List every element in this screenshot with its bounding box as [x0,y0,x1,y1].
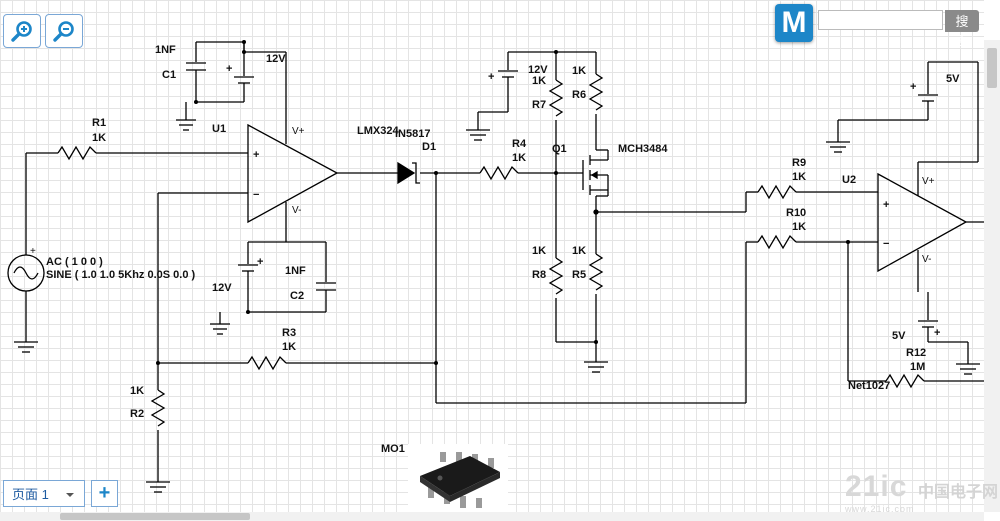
page-selector-label: 页面 1 [12,487,49,502]
svg-text:+: + [910,81,916,93]
resistor-r10 [757,234,797,250]
label-q1: Q1 [552,143,567,155]
label-r12: R12 [906,347,926,359]
label-lmx324: LMX324 [357,125,399,137]
label-r10: R10 [786,207,806,219]
label-r3: R3 [282,327,296,339]
chevron-down-icon [66,493,74,497]
label-mo1: MO1 [381,443,405,455]
watermark-21ic: 21ic www.21ic.com [845,470,914,514]
ac-source[interactable]: + [7,153,45,353]
resistor-r1 [57,145,97,161]
zoom-in-icon [11,21,32,42]
resistor-r6 [588,73,604,111]
zoom-in-button[interactable] [3,14,41,48]
add-page-button[interactable]: + [91,480,118,507]
label-ac: AC ( 1 0 0 ) [46,256,103,268]
label-c1-value: 1NF [155,44,176,56]
label-r3-value: 1K [282,341,296,353]
svg-text:+: + [934,327,940,339]
horizontal-scrollbar[interactable] [0,512,984,521]
svg-text:+: + [883,199,889,211]
label-r9-value: 1K [792,171,806,183]
resistor-r12 [885,373,925,389]
watermark-cn: 中国电子网 [918,484,999,501]
label-r6-value: 1K [572,65,586,77]
label-net1027: Net1027 [848,380,890,392]
resistor-r9 [757,184,797,200]
svg-text:+: + [30,246,36,257]
label-c1: C1 [162,69,176,81]
label-r7: R7 [532,99,546,111]
mo1-chip-image[interactable] [408,444,508,512]
horizontal-scroll-thumb[interactable] [60,513,250,520]
diode-d1 [397,161,416,185]
page-selector[interactable]: 页面 1 [3,480,85,507]
label-u1: U1 [212,123,226,135]
svg-text:−: − [883,238,889,250]
svg-text:+: + [253,149,259,161]
label-r7-value: 1K [532,75,546,87]
label-12v-mid: 12V [528,64,548,76]
label-r8-value: 1K [532,245,546,257]
label-5v-top: 5V [946,73,960,85]
label-r4-value: 1K [512,152,526,164]
label-u2: U2 [842,174,856,186]
label-12v-bottom: 12V [212,282,232,294]
vertical-scrollbar[interactable] [984,40,1000,512]
label-c2-value: 1NF [285,265,306,277]
label-sine: SINE ( 1.0 1.0 5Khz 0.0S 0.0 ) [46,269,196,281]
label-r6: R6 [572,89,586,101]
label-r9: R9 [792,157,806,169]
label-r2-value: 1K [130,385,144,397]
label-mch3484: MCH3484 [618,143,668,155]
label-r10-value: 1K [792,221,806,233]
resistor-r4 [479,165,519,181]
label-r1-value: 1K [92,132,106,144]
mouser-logo: M [775,4,813,42]
label-u1-vplus: V+ [292,126,305,137]
schematic-drawing[interactable]: + + − + + [0,0,984,512]
label-in5817: IN5817 [395,128,430,140]
search-button[interactable]: 搜索 [945,10,979,48]
label-d1: D1 [422,141,436,153]
svg-text:+: + [226,63,232,75]
resistor-r5 [588,253,604,291]
resistor-r8 [548,257,564,295]
vertical-scroll-thumb[interactable] [987,48,997,88]
label-u1-vminus: V- [292,205,301,216]
label-r2: R2 [130,408,144,420]
resistor-r3 [247,355,287,371]
svg-text:+: + [488,71,494,83]
label-r5-value: 1K [572,245,586,257]
resistor-r7 [548,79,564,117]
svg-text:+: + [257,256,263,268]
label-r5: R5 [572,269,586,281]
opamp-u1[interactable] [247,52,339,242]
label-c2: C2 [290,290,304,302]
zoom-out-icon [53,21,74,42]
label-u2-vminus: V- [922,254,931,265]
schematic-canvas[interactable]: + + − + + [0,0,984,512]
zoom-out-button[interactable] [45,14,83,48]
label-12v-top: 12V [266,53,286,65]
label-r8: R8 [532,269,546,281]
label-u2-vplus: V+ [922,176,935,187]
mosfet-q1[interactable] [582,149,609,197]
resistor-r2 [150,389,166,427]
label-r4: R4 [512,138,527,150]
label-r1: R1 [92,117,106,129]
svg-text:−: − [253,189,259,201]
opamp-u2[interactable] [877,162,968,292]
label-5v-bottom: 5V [892,330,906,342]
search-input[interactable] [818,10,943,30]
label-r12-value: 1M [910,361,925,373]
logo-letter: M [781,6,807,39]
watermark-brand: 21ic [845,470,908,503]
watermark-url: www.21ic.com [845,504,915,514]
